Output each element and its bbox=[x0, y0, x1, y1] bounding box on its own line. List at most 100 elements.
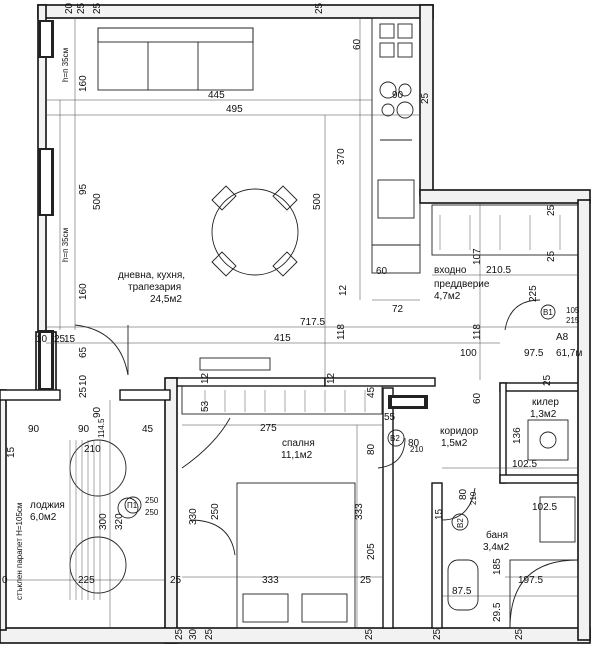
dim: 12 bbox=[200, 372, 211, 384]
dim: 30 bbox=[188, 628, 199, 640]
dim: 25 bbox=[364, 628, 375, 640]
dimension-lines bbox=[6, 18, 578, 628]
dim: 15 bbox=[6, 446, 17, 458]
loggia-top-wall-right bbox=[119, 389, 171, 401]
dim: 717.5 bbox=[300, 317, 325, 328]
corridor-area: 1,5м2 bbox=[441, 438, 468, 449]
dim: 12 bbox=[338, 284, 349, 296]
bed bbox=[236, 482, 356, 629]
dim: 0 bbox=[2, 575, 8, 586]
dim: 210 bbox=[469, 491, 478, 505]
dim: 10 bbox=[78, 374, 89, 386]
dim: 415 bbox=[274, 333, 291, 344]
dim: 210 bbox=[410, 445, 424, 454]
living-name-1: дневна, кухня, bbox=[118, 270, 185, 281]
entrance-name-2: преддверие bbox=[434, 279, 490, 290]
dim: 300 bbox=[98, 513, 109, 530]
dim: 250 bbox=[210, 503, 221, 520]
tv-unit bbox=[199, 357, 271, 371]
dining-table bbox=[211, 185, 299, 277]
dim: 25 bbox=[360, 575, 372, 586]
dim: 445 bbox=[208, 90, 225, 101]
dim: 72 bbox=[392, 304, 404, 315]
dim: 250 bbox=[145, 496, 159, 505]
dim: 53 bbox=[200, 400, 211, 412]
dim: 80 bbox=[408, 438, 420, 449]
dim: 225 bbox=[78, 575, 95, 586]
dim: 185 bbox=[492, 558, 503, 575]
bedroom-area: 11,1м2 bbox=[281, 450, 313, 461]
dim: 197.5 bbox=[518, 575, 543, 586]
dim: 102.5 bbox=[512, 459, 537, 470]
loggia-left-wall bbox=[0, 389, 7, 631]
bathroom-name: баня bbox=[486, 529, 508, 541]
dim: 495 bbox=[226, 104, 243, 115]
dim: 29.5 bbox=[492, 602, 503, 622]
dim: 25 bbox=[92, 2, 103, 14]
storage-area: 1,3м2 bbox=[530, 409, 557, 420]
doors bbox=[74, 299, 541, 556]
bathroom-area: 3,4м2 bbox=[483, 542, 510, 553]
dim: 80 bbox=[366, 443, 377, 455]
dim: 160 bbox=[78, 283, 89, 300]
dim: 65 bbox=[78, 346, 89, 358]
dim: 60 bbox=[376, 266, 388, 277]
dim: 45 bbox=[366, 386, 377, 398]
parapet-label: стъклен парапет Н=105см bbox=[15, 503, 24, 600]
dim: 215 bbox=[566, 316, 580, 325]
dim: 15 bbox=[64, 334, 76, 345]
dim: 25 bbox=[76, 2, 87, 14]
dim: 25 bbox=[170, 575, 182, 586]
dim: 333 bbox=[354, 503, 365, 520]
dim: 87.5 bbox=[452, 586, 472, 597]
dim: 25 bbox=[420, 92, 431, 104]
dim: 20 bbox=[64, 2, 75, 14]
bathroom-left-wall bbox=[431, 482, 443, 629]
dim: 114.5 bbox=[97, 418, 106, 438]
bedroom-name: спалня bbox=[282, 438, 315, 449]
dim: 55 bbox=[384, 412, 396, 423]
dim: 12 bbox=[326, 372, 337, 384]
dim: 275 bbox=[260, 423, 277, 434]
dim: 60 bbox=[472, 392, 483, 404]
storage-name: килер bbox=[532, 397, 559, 408]
apartment-area-label: 61,7м bbox=[556, 348, 582, 359]
dim: 250 bbox=[145, 508, 159, 517]
loggia-top-wall bbox=[0, 389, 61, 401]
door-b2-marker-a bbox=[387, 429, 405, 447]
dim: 25 bbox=[546, 204, 557, 216]
door-b2-label-b: В2 bbox=[456, 518, 465, 528]
dim: 225 bbox=[528, 285, 539, 302]
door-b1-label: В1 bbox=[543, 308, 553, 317]
dim: 500 bbox=[312, 193, 323, 210]
dim: 97.5 bbox=[524, 348, 544, 359]
entrance-top-wall bbox=[419, 189, 591, 204]
dim: 25 bbox=[514, 628, 525, 640]
window-mid-label: h=п 35см bbox=[61, 228, 70, 262]
dim: 136 bbox=[512, 427, 523, 444]
dim: 102.5 bbox=[532, 502, 557, 513]
dim: 118 bbox=[336, 324, 347, 340]
dim: 118 bbox=[472, 324, 483, 340]
annotations: h=п 35см h=п 35см стъклен парапет Н=105с… bbox=[15, 48, 582, 600]
dim: 500 bbox=[92, 193, 103, 210]
dim: 160 bbox=[78, 75, 89, 92]
dim: 25 bbox=[546, 250, 557, 262]
entrance-wardrobe bbox=[431, 204, 579, 256]
living-bedroom-wall bbox=[169, 377, 326, 387]
door-b1-marker bbox=[540, 304, 556, 320]
windows bbox=[38, 20, 54, 390]
dim: 320 bbox=[114, 513, 125, 530]
loggia-furniture bbox=[69, 439, 139, 600]
dim: 90 bbox=[28, 424, 40, 435]
bottom-wall bbox=[0, 627, 591, 644]
wardrobe bbox=[181, 385, 383, 415]
door-b2-marker-b bbox=[451, 513, 469, 531]
storage-bottom-wall bbox=[499, 474, 586, 484]
dim: 330 bbox=[188, 508, 199, 525]
apartment-label: А8 bbox=[556, 332, 569, 343]
door-b2-label-a: В2 bbox=[390, 434, 400, 443]
dim: 25 bbox=[542, 374, 553, 386]
dim: 210.5 bbox=[486, 265, 511, 276]
loggia-name: лоджия bbox=[30, 500, 65, 511]
